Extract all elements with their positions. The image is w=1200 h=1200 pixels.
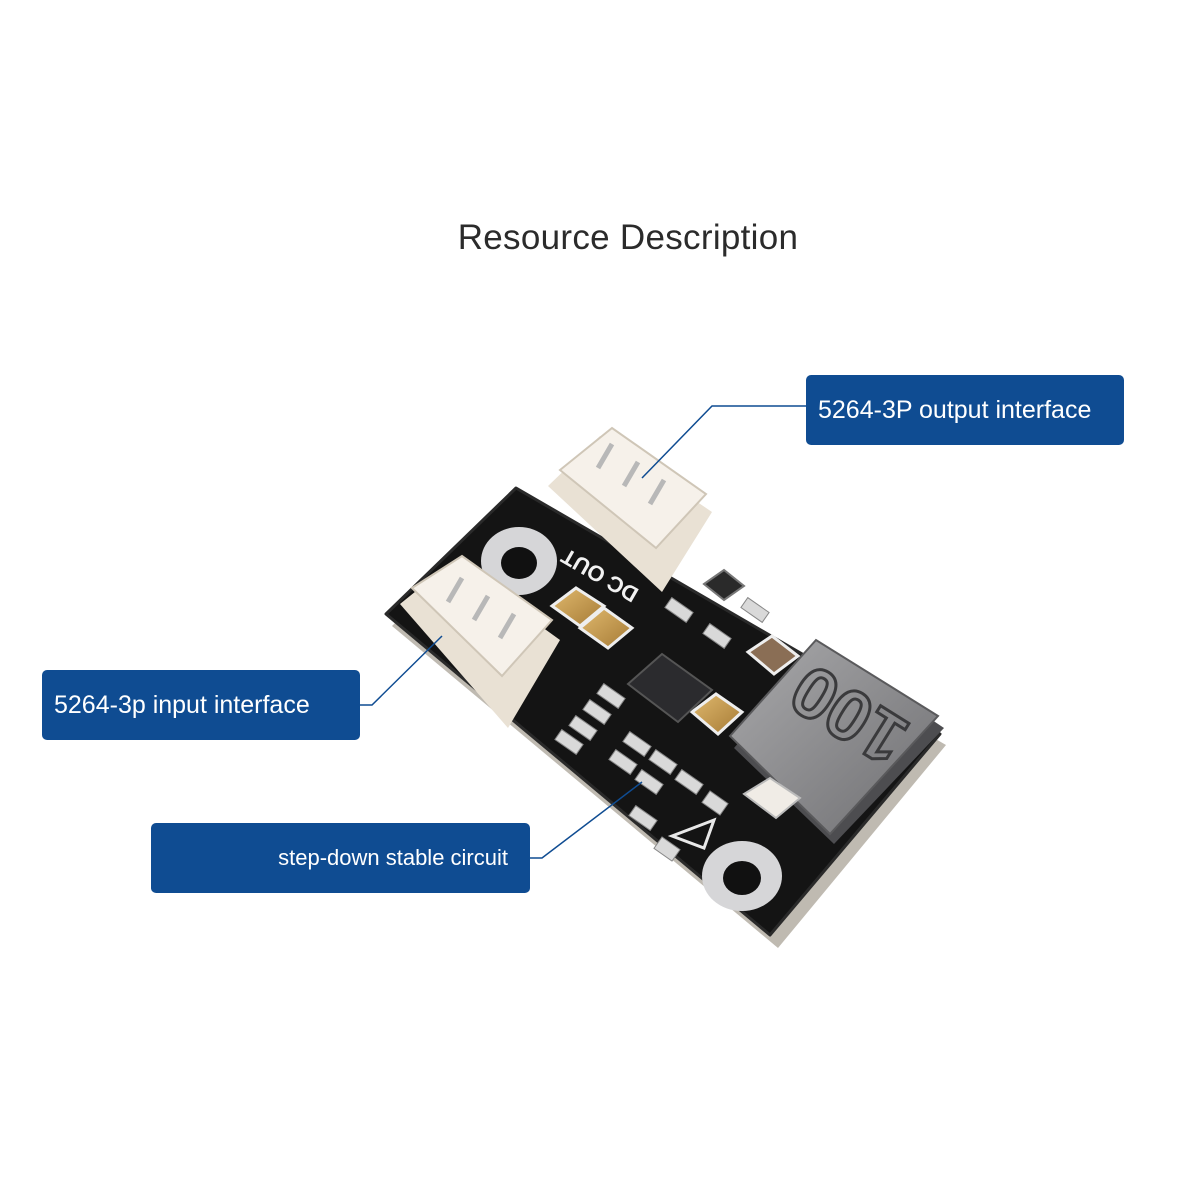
transistor (702, 568, 746, 602)
capacitor-1 (549, 586, 607, 628)
controller-ic (626, 652, 714, 724)
leader-line-step-down (530, 781, 643, 859)
small-connector (742, 776, 802, 820)
mounting-hole-top (481, 527, 557, 595)
callout-step-down-circuit: step-down stable circuit (151, 823, 530, 893)
input-connector (400, 554, 560, 728)
smd-components (554, 596, 770, 862)
output-connector (548, 426, 712, 592)
mounting-hole-bottom (702, 841, 782, 911)
callout-output-interface: 5264-3P output interface (806, 375, 1124, 445)
callout-input-interface: 5264-3p input interface (42, 670, 360, 740)
silkscreen-triangle (667, 817, 717, 850)
capacitor-4 (745, 634, 801, 676)
leader-line-output (641, 405, 806, 479)
page-title: Resource Description (457, 218, 799, 257)
capacitor-2 (577, 606, 635, 650)
capacitor-3 (689, 692, 745, 736)
leader-line-input (360, 635, 443, 706)
